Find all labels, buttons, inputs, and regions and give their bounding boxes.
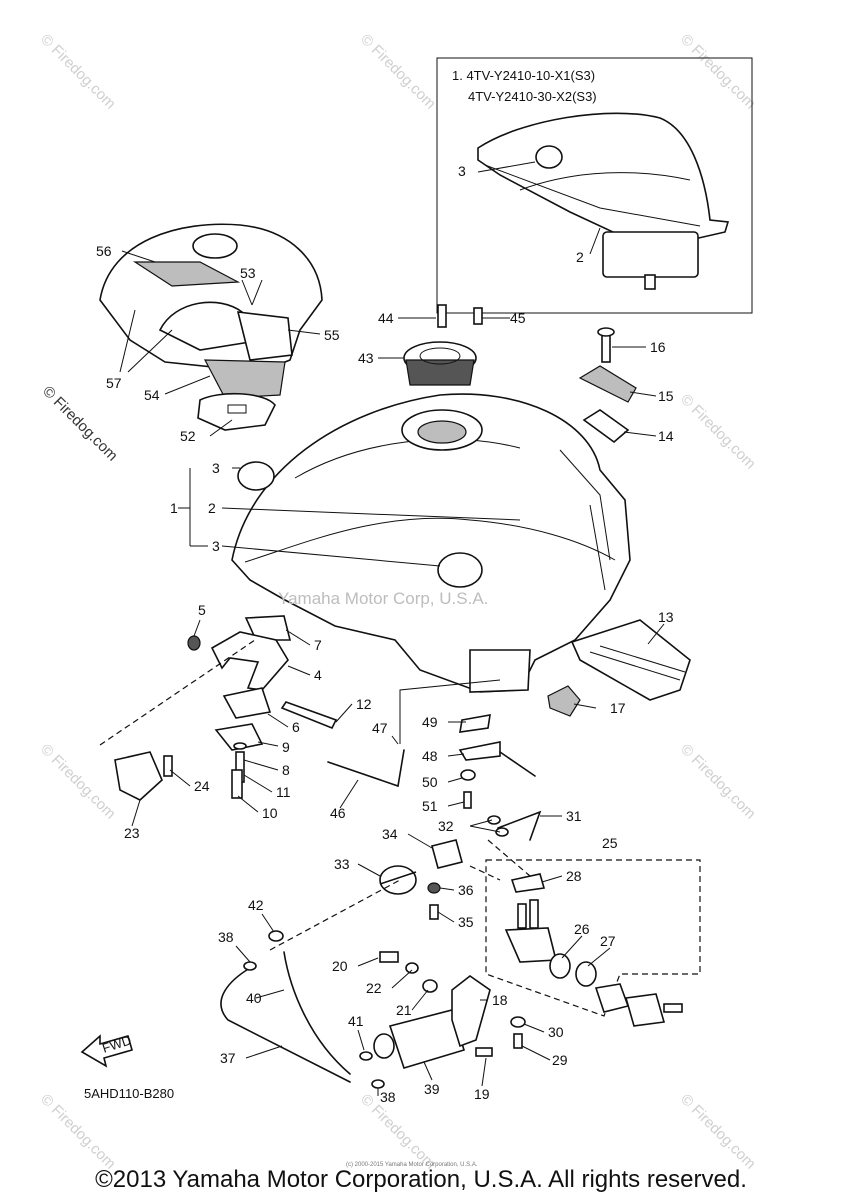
inset-box: 1. 4TV-Y2410-10-X1(S3) 4TV-Y2410-30-X2(S… — [436, 57, 753, 314]
watermark: © Firedog.com — [677, 741, 759, 823]
part-label-1: 1 — [170, 500, 178, 516]
fuel-cap-assembly — [403, 304, 483, 386]
part-label-38b: 38 — [380, 1089, 396, 1105]
inset-line-2: 4TV-Y2410-30-X2(S3) — [468, 89, 597, 104]
watermark: © Firedog.com — [37, 31, 119, 113]
part-label-2b: 2 — [208, 500, 216, 516]
part-label-7: 7 — [314, 637, 322, 653]
fwd-arrow: FWD — [80, 1032, 133, 1068]
part-label-17: 17 — [610, 700, 626, 716]
part-label-39: 39 — [424, 1081, 440, 1097]
part-label-16: 16 — [650, 339, 666, 355]
watermark: © Firedog.com — [37, 741, 119, 823]
part-label-27: 27 — [600, 933, 616, 949]
part-label-6: 6 — [292, 719, 300, 735]
part-label-52: 52 — [180, 428, 196, 444]
part-label-15: 15 — [658, 388, 674, 404]
part-label-45: 45 — [510, 310, 526, 326]
part-label-23: 23 — [124, 825, 140, 841]
part-label-29: 29 — [552, 1052, 568, 1068]
part-label-28: 28 — [566, 868, 582, 884]
part-label-38: 38 — [218, 929, 234, 945]
watermark: © Firedog.com — [39, 383, 121, 465]
sender-parts — [99, 639, 256, 801]
part-label-49: 49 — [422, 714, 438, 730]
part-label-13: 13 — [658, 609, 674, 625]
part-label-3: 3 — [458, 163, 466, 179]
watermark: © Firedog.com — [357, 31, 439, 113]
part-label-25: 25 — [602, 835, 618, 851]
part-label-18: 18 — [492, 992, 508, 1008]
part-label-35: 35 — [458, 914, 474, 930]
part-label-30: 30 — [548, 1024, 564, 1040]
part-label-24: 24 — [194, 778, 210, 794]
part-label-26: 26 — [574, 921, 590, 937]
part-label-8: 8 — [282, 762, 290, 778]
watermark: © Firedog.com — [677, 31, 759, 113]
center-watermark: Yamaha Motor Corp, U.S.A. — [278, 589, 488, 608]
part-label-50: 50 — [422, 774, 438, 790]
part-label-4: 4 — [314, 667, 322, 683]
part-label-37: 37 — [220, 1050, 236, 1066]
part-label-46: 46 — [330, 805, 346, 821]
part-label-33: 33 — [334, 856, 350, 872]
part-label-40: 40 — [246, 990, 262, 1006]
part-label-5: 5 — [198, 602, 206, 618]
part-label-44: 44 — [378, 310, 394, 326]
part-label-3b: 3 — [212, 460, 220, 476]
part-label-11: 11 — [276, 784, 291, 800]
part-label-41: 41 — [348, 1013, 364, 1029]
part-label-57: 57 — [106, 375, 122, 391]
part-label-12: 12 — [356, 696, 372, 712]
inset-line-1: 1. 4TV-Y2410-10-X1(S3) — [452, 68, 595, 83]
part-label-43: 43 — [358, 350, 374, 366]
part-label-53: 53 — [240, 265, 256, 281]
part-label-10: 10 — [262, 805, 278, 821]
part-label-21: 21 — [396, 1002, 412, 1018]
part-label-54: 54 — [144, 387, 160, 403]
part-label-51: 51 — [422, 798, 438, 814]
fuel-cock-assembly — [469, 839, 701, 1049]
part-label-3c: 3 — [212, 538, 220, 554]
copyright-notice: ©2013 Yamaha Motor Corporation, U.S.A. A… — [95, 1166, 747, 1193]
part-label-36: 36 — [458, 882, 474, 898]
part-label-31: 31 — [566, 808, 582, 824]
watermark: © Firedog.com — [677, 1091, 759, 1173]
part-label-19: 19 — [474, 1086, 490, 1102]
part-label-47: 47 — [372, 720, 388, 736]
part-label-42: 42 — [248, 897, 264, 913]
part-label-14: 14 — [658, 428, 674, 444]
leader-lines — [119, 250, 665, 1096]
fine-print: (c) 2000-2015 Yamaha Motor Corporation, … — [346, 1162, 478, 1168]
part-label-9: 9 — [282, 739, 290, 755]
bracket-parts — [187, 615, 338, 799]
part-label-32: 32 — [438, 818, 454, 834]
watermark: © Firedog.com — [677, 391, 759, 473]
side-cover — [99, 223, 323, 431]
watermark: © Firedog.com — [357, 1091, 439, 1173]
part-labels: 3 2 56 53 55 57 54 52 44 45 43 16 15 14 … — [96, 163, 674, 1105]
hose-and-pump-parts — [220, 679, 542, 1089]
right-parts — [547, 327, 691, 717]
part-label-56: 56 — [96, 243, 112, 259]
part-label-2: 2 — [576, 249, 584, 265]
watermark: © Firedog.com — [37, 1091, 119, 1173]
diagram-code: 5AHD110-B280 — [84, 1086, 174, 1101]
part-label-34: 34 — [382, 826, 398, 842]
part-label-22: 22 — [366, 980, 382, 996]
part-label-48: 48 — [422, 748, 438, 764]
part-label-55: 55 — [324, 327, 340, 343]
fuel-tank — [231, 393, 631, 693]
part-label-20: 20 — [332, 958, 348, 974]
fuel-pump — [373, 951, 493, 1069]
